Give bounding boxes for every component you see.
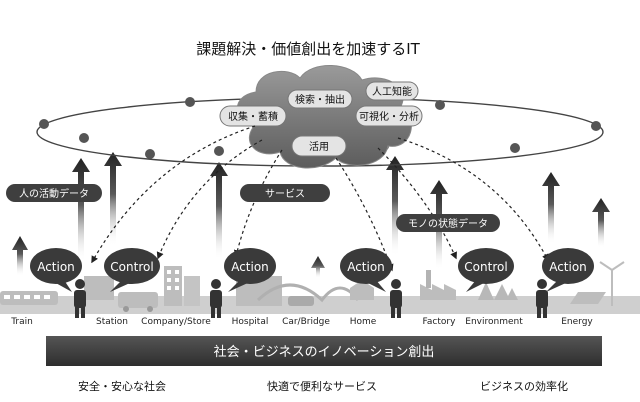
svg-text:検索・抽出: 検索・抽出 <box>295 93 345 106</box>
svg-text:人の活動データ: 人の活動データ <box>19 187 89 200</box>
svg-text:人工知能: 人工知能 <box>372 85 412 98</box>
bubble-action-2: Action <box>224 248 276 292</box>
svg-text:Action: Action <box>37 260 75 274</box>
svg-text:Action: Action <box>231 260 269 274</box>
svg-text:社会・ビジネスのイノベーション創出: 社会・ビジネスのイノベーション創出 <box>214 344 435 360</box>
feedback-arrows <box>91 125 549 272</box>
label-thing-data: モノの状態データ <box>396 214 500 232</box>
svg-text:Action: Action <box>549 260 587 274</box>
label-people-data: 人の活動データ <box>6 184 102 202</box>
person-icon <box>210 279 222 318</box>
bubble-action-3: Action <box>340 248 392 292</box>
diagram-title: 課題解決・価値創出を加速するIT <box>196 40 420 58</box>
data-upload-arrows <box>12 152 610 278</box>
svg-text:モノの状態データ: モノの状態データ <box>408 217 488 230</box>
svg-text:サービス: サービス <box>265 188 305 200</box>
person-icon <box>74 279 86 318</box>
cloud-label-collect: 収集・蓄積 <box>219 105 287 127</box>
city-silhouette <box>0 261 640 314</box>
cloud-label-utilize: 活用 <box>291 135 347 157</box>
cloud-label-ai: 人工知能 <box>365 81 419 101</box>
person-figures <box>74 279 548 318</box>
location-home: Home <box>350 317 377 327</box>
bubble-control-1: Control <box>104 248 160 292</box>
cloud-label-visualize: 可視化・分析 <box>355 105 423 127</box>
svg-text:収集・蓄積: 収集・蓄積 <box>228 110 278 123</box>
innovation-banner: 社会・ビジネスのイノベーション創出 <box>46 336 602 366</box>
svg-text:可視化・分析: 可視化・分析 <box>359 110 419 123</box>
cloud-label-search: 検索・抽出 <box>287 89 353 109</box>
outcomes: 安全・安心な社会 快適で便利なサービス ビジネスの効率化 <box>78 379 568 393</box>
outcome-convenient: 快適で便利なサービス <box>267 379 377 393</box>
bubble-control-2: Control <box>458 248 514 292</box>
svg-text:Action: Action <box>347 260 385 274</box>
svg-text:活用: 活用 <box>309 141 329 153</box>
location-energy: Energy <box>561 317 593 327</box>
location-environment: Environment <box>465 317 523 327</box>
location-station: Station <box>96 317 128 327</box>
person-icon <box>536 279 548 318</box>
location-hospital: Hospital <box>232 317 269 327</box>
person-icon <box>390 279 402 318</box>
outcome-efficiency: ビジネスの効率化 <box>480 379 568 393</box>
location-labels: Train Station Company/Store Hospital Car… <box>10 317 593 327</box>
location-factory: Factory <box>423 317 457 327</box>
svg-text:Control: Control <box>464 260 507 274</box>
bubble-action-4: Action <box>542 248 594 292</box>
location-company: Company/Store <box>141 317 211 327</box>
bubble-action-1: Action <box>30 248 82 292</box>
location-car-bridge: Car/Bridge <box>282 317 330 327</box>
location-train: Train <box>10 317 33 327</box>
label-service: サービス <box>240 184 330 202</box>
outcome-safe: 安全・安心な社会 <box>78 379 166 393</box>
svg-text:Control: Control <box>110 260 153 274</box>
